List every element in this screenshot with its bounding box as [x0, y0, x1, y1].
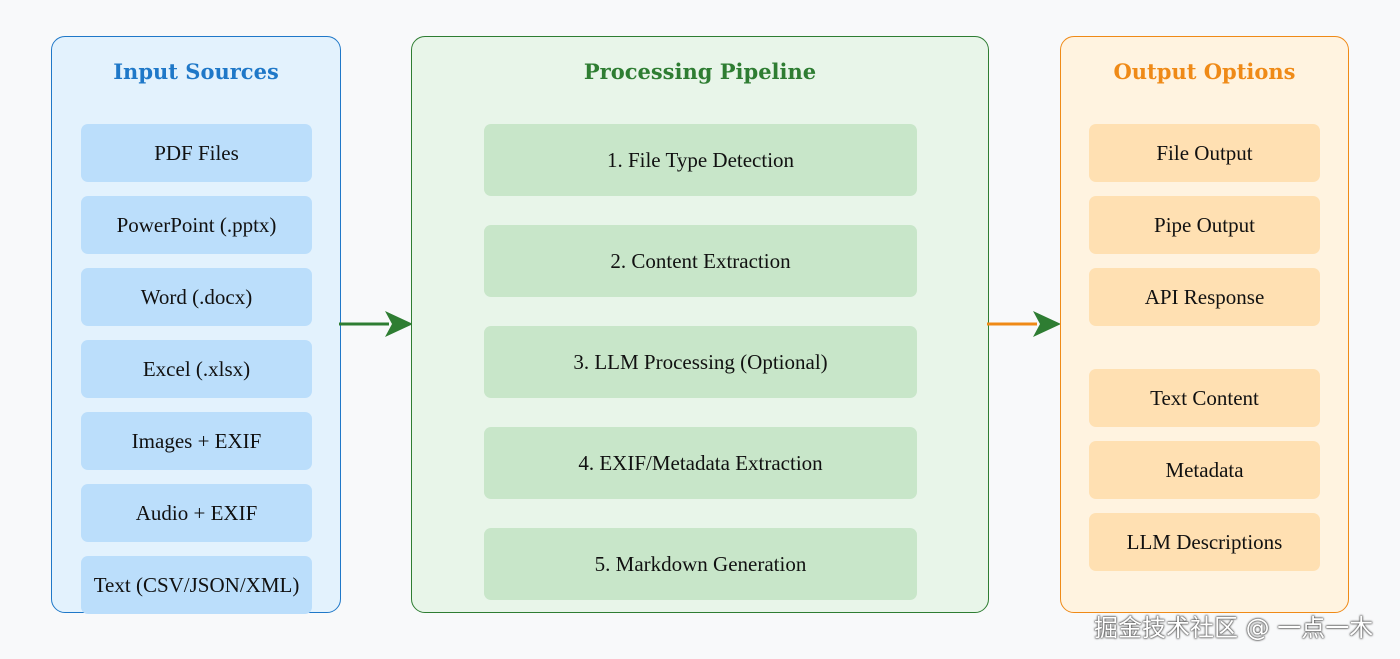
output-options-title: Output Options — [1113, 59, 1296, 84]
pipeline-step-metadata: 4. EXIF/Metadata Extraction — [484, 427, 917, 499]
pipeline-step-extraction: 2. Content Extraction — [484, 225, 917, 297]
pipeline-step-markdown: 5. Markdown Generation — [484, 528, 917, 600]
processing-pipeline-panel: Processing Pipeline 1. File Type Detecti… — [411, 36, 989, 613]
arrow-processing-to-output-icon — [987, 311, 1061, 337]
arrow-input-to-processing-icon — [339, 311, 413, 337]
output-item-file: File Output — [1089, 124, 1320, 182]
input-item-docx: Word (.docx) — [81, 268, 312, 326]
output-item-text-content: Text Content — [1089, 369, 1320, 427]
pipeline-step-detection: 1. File Type Detection — [484, 124, 917, 196]
output-item-api: API Response — [1089, 268, 1320, 326]
watermark: 掘金技术社区 @ 一点一木 — [1094, 614, 1374, 642]
input-item-pdf: PDF Files — [81, 124, 312, 182]
input-item-images: Images + EXIF — [81, 412, 312, 470]
input-item-text: Text (CSV/JSON/XML) — [81, 556, 312, 614]
input-item-audio: Audio + EXIF — [81, 484, 312, 542]
pipeline-step-llm: 3. LLM Processing (Optional) — [484, 326, 917, 398]
input-item-pptx: PowerPoint (.pptx) — [81, 196, 312, 254]
output-item-llm-descriptions: LLM Descriptions — [1089, 513, 1320, 571]
output-item-pipe: Pipe Output — [1089, 196, 1320, 254]
input-sources-panel: Input Sources PDF Files PowerPoint (.ppt… — [51, 36, 341, 614]
output-item-metadata: Metadata — [1089, 441, 1320, 499]
input-item-xlsx: Excel (.xlsx) — [81, 340, 312, 398]
output-options-panel: Output Options File Output Pipe Output A… — [1060, 36, 1349, 613]
input-sources-title: Input Sources — [113, 59, 279, 84]
processing-pipeline-title: Processing Pipeline — [583, 59, 817, 84]
